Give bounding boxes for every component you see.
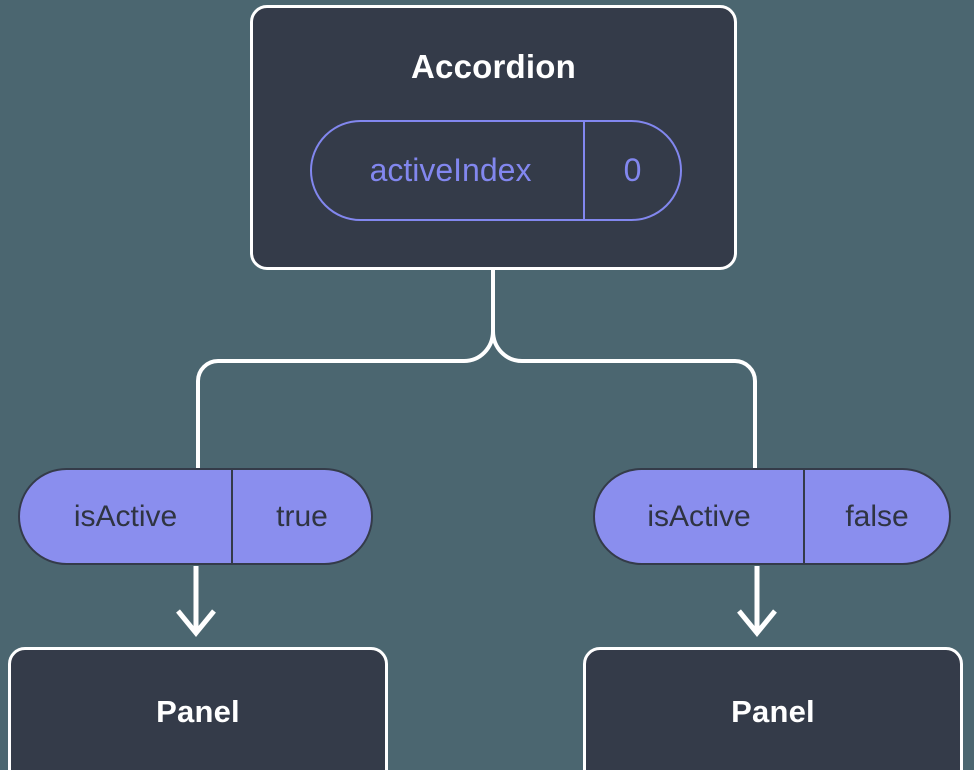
branch-bus-left <box>196 330 495 468</box>
state-pill-value: 0 <box>623 152 642 188</box>
state-pill-active-index[interactable]: activeIndex 0 <box>310 120 682 221</box>
prop-pill-is-active-false[interactable]: isActive false <box>593 468 951 565</box>
state-pill-key: activeIndex <box>312 122 585 219</box>
panel-left-title: Panel <box>156 694 240 729</box>
prop-pill-left-value: true <box>276 499 328 533</box>
panel-right-title: Panel <box>731 694 815 729</box>
arrow-left-pill-to-panel <box>176 566 216 637</box>
prop-pill-left-key: isActive <box>20 470 233 563</box>
prop-pill-right-value: false <box>845 499 909 533</box>
branch-bus-right <box>491 330 757 468</box>
prop-pill-right-key: isActive <box>595 470 805 563</box>
prop-pill-is-active-true[interactable]: isActive true <box>18 468 373 565</box>
accordion-title: Accordion <box>411 48 576 85</box>
accordion-component-box[interactable]: Accordion <box>250 5 737 270</box>
arrow-right-pill-to-panel <box>737 566 777 637</box>
panel-component-box-right[interactable]: Panel <box>583 647 963 770</box>
panel-component-box-left[interactable]: Panel <box>8 647 388 770</box>
